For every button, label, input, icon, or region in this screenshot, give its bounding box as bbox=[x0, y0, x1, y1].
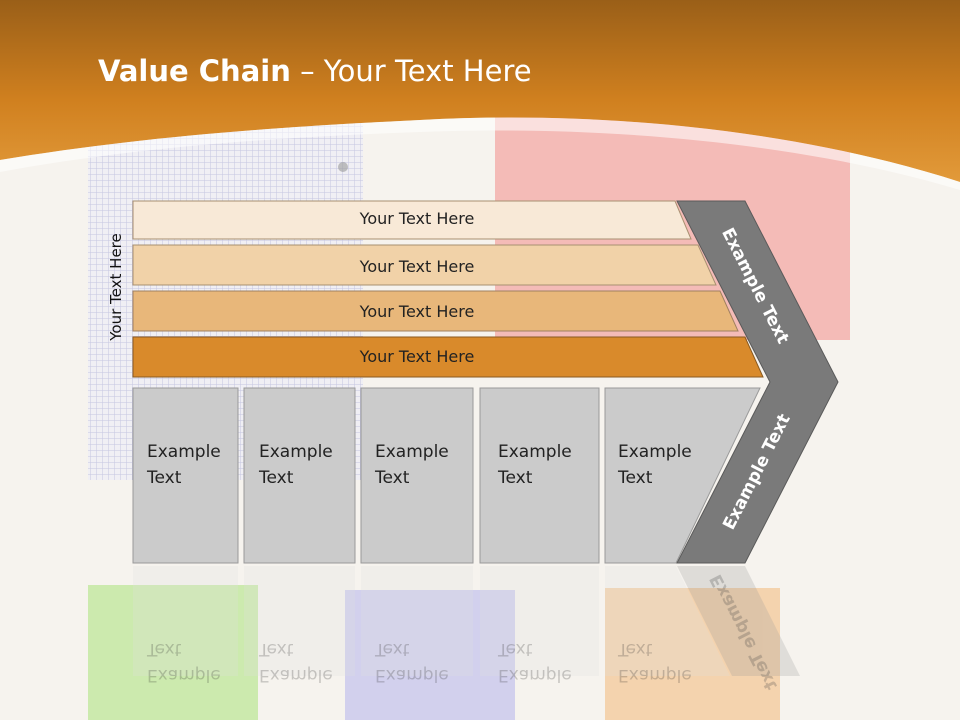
box-2 bbox=[243, 387, 356, 564]
bar-3 bbox=[132, 290, 739, 332]
slide-title: Value Chain – Your Text Here bbox=[98, 54, 532, 88]
box-1 bbox=[132, 387, 239, 564]
bar-4-label: Your Text Here bbox=[359, 347, 475, 366]
bar-3-label: Your Text Here bbox=[359, 302, 475, 321]
bar-4 bbox=[132, 336, 764, 378]
bar-1-label: Your Text Here bbox=[359, 209, 475, 228]
box-5 bbox=[604, 387, 761, 564]
bar-1 bbox=[132, 200, 692, 240]
box-3 bbox=[360, 387, 474, 564]
bar-2 bbox=[132, 244, 717, 286]
box-4 bbox=[479, 387, 600, 564]
bar-2-label: Your Text Here bbox=[359, 257, 475, 276]
chevron-arrow bbox=[676, 200, 839, 564]
